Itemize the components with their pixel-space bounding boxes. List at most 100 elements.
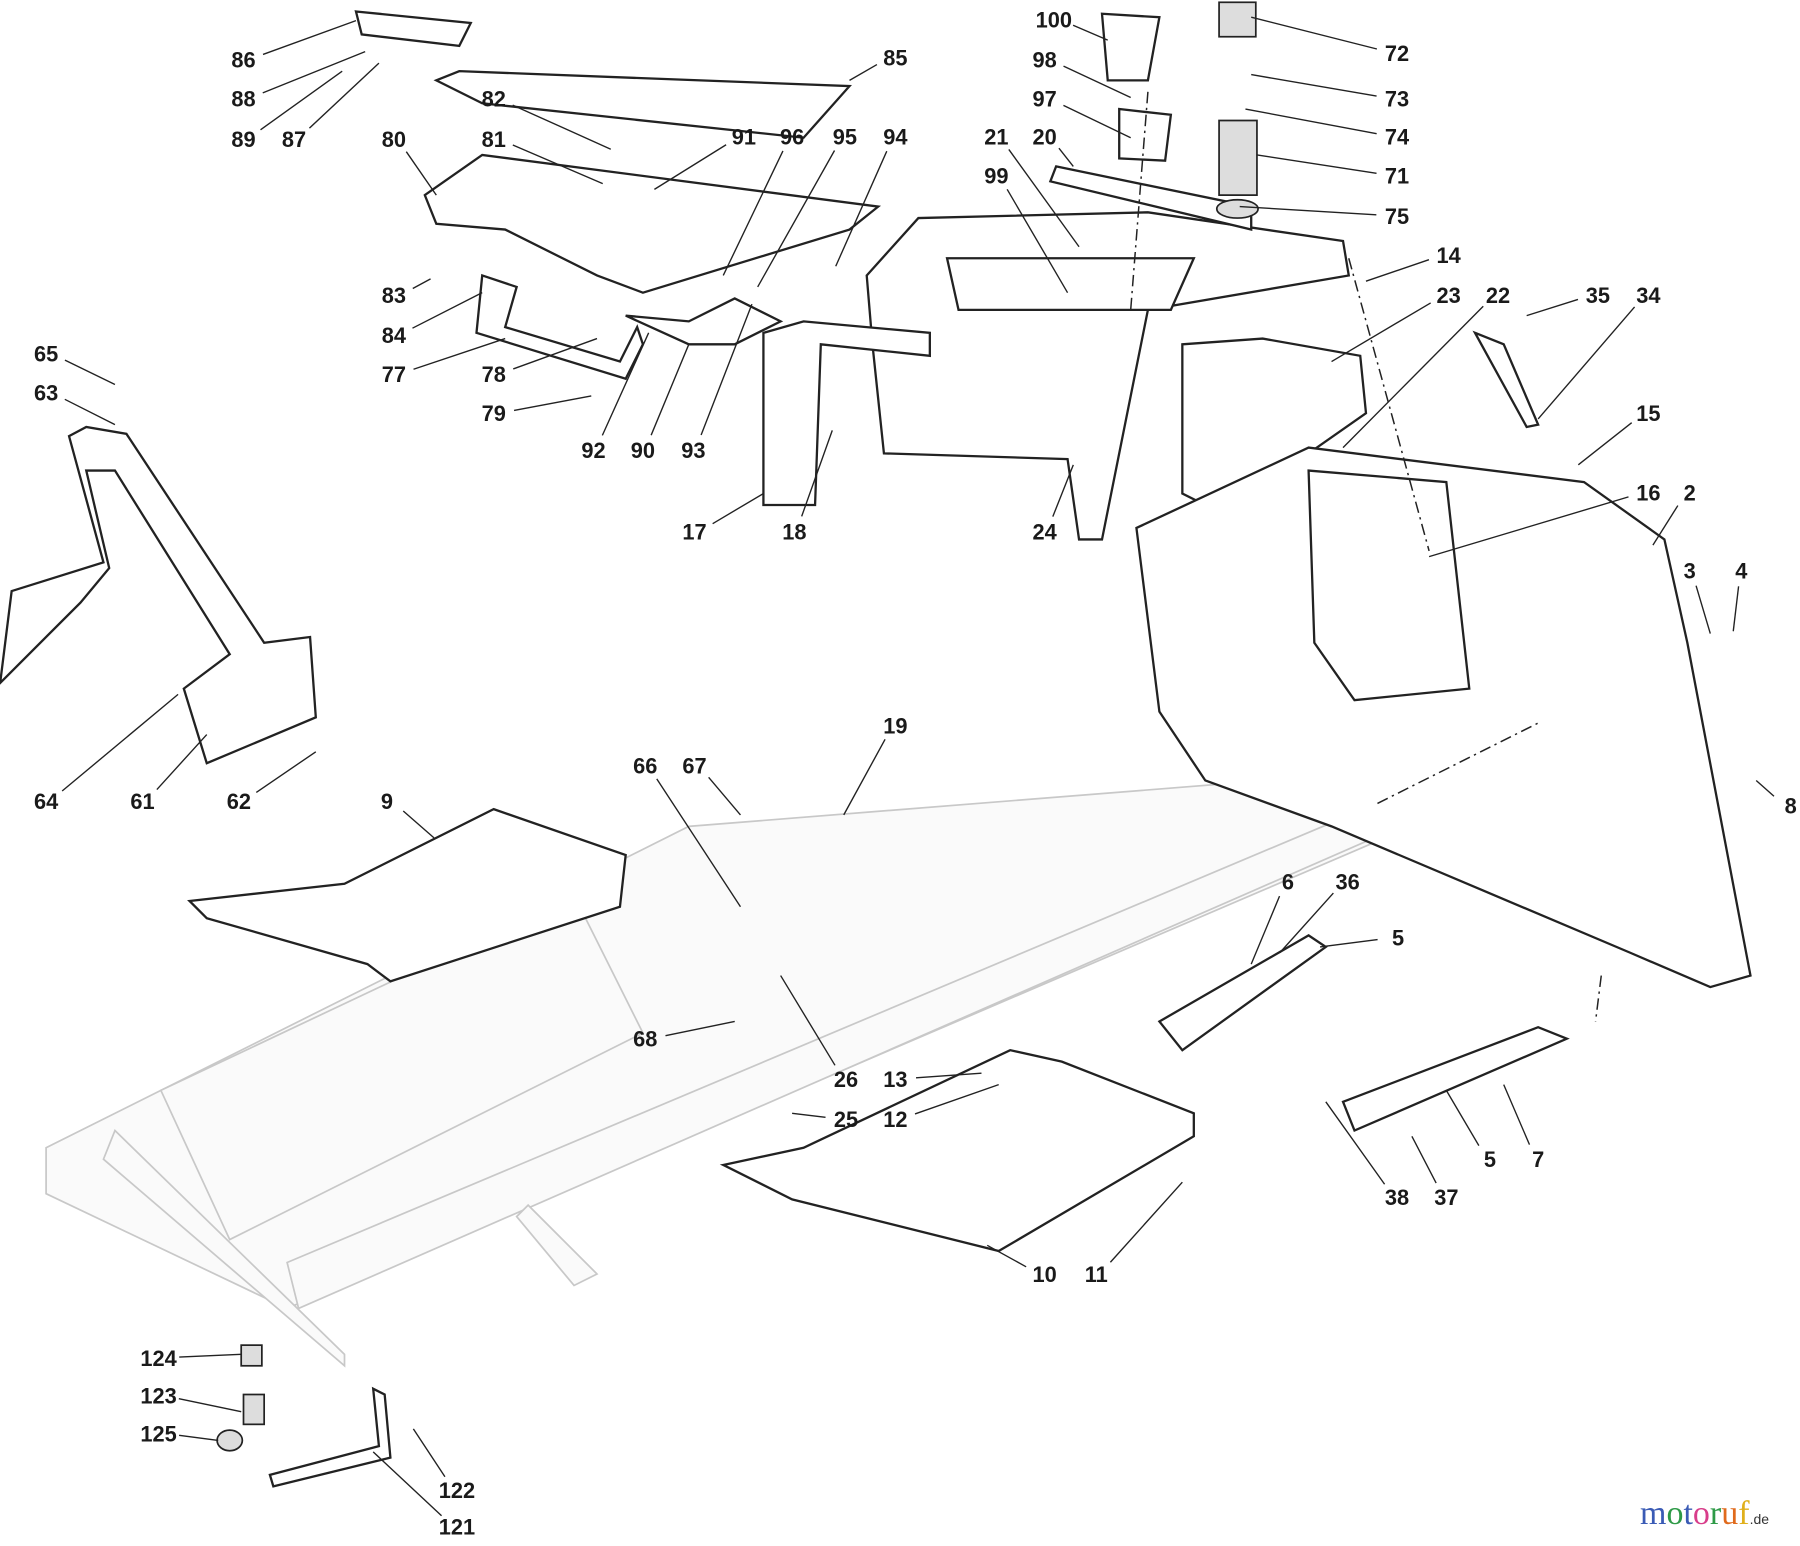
callout-67: 67	[682, 754, 706, 779]
leader-line-65	[64, 359, 116, 386]
callout-34: 34	[1636, 283, 1660, 308]
leader-line-89	[260, 70, 343, 131]
callout-19: 19	[883, 713, 907, 738]
leader-line-95	[757, 150, 836, 288]
callout-96: 96	[780, 125, 804, 150]
callout-93: 93	[681, 438, 705, 463]
leader-line-68	[665, 1020, 735, 1037]
leader-line-123	[178, 1398, 242, 1413]
leader-line-79	[513, 395, 592, 412]
leader-line-38	[1325, 1101, 1386, 1185]
leader-line-26	[780, 975, 836, 1066]
leader-line-24	[1052, 464, 1074, 517]
leader-line-63	[64, 398, 116, 426]
chassis-frame	[45, 768, 1413, 1368]
callout-10: 10	[1032, 1262, 1056, 1287]
callout-65: 65	[34, 342, 58, 367]
leader-line-64	[61, 693, 179, 792]
callout-37: 37	[1434, 1185, 1458, 1210]
callout-85: 85	[883, 45, 907, 70]
part-77	[475, 273, 645, 381]
part-10	[719, 1048, 1195, 1253]
part-86	[354, 10, 473, 48]
callout-11: 11	[1085, 1262, 1108, 1287]
part-61	[0, 425, 318, 765]
callout-122: 122	[439, 1478, 475, 1503]
leader-line-71	[1256, 154, 1377, 174]
leader-line-97	[1063, 104, 1131, 139]
leader-line-13	[915, 1072, 982, 1079]
leader-line-5	[1319, 938, 1378, 948]
leader-line-91	[654, 144, 727, 190]
leader-line-92	[601, 332, 650, 436]
part-123	[242, 1393, 266, 1426]
leader-line-93	[700, 303, 753, 436]
part-124	[240, 1344, 263, 1367]
callout-35: 35	[1586, 283, 1610, 308]
leader-lines	[61, 16, 1775, 1517]
callout-79: 79	[482, 401, 506, 426]
callout-123: 123	[140, 1384, 176, 1409]
leader-line-90	[650, 344, 690, 436]
callout-23: 23	[1436, 283, 1460, 308]
callout-94: 94	[883, 125, 907, 150]
leader-line-25	[792, 1112, 826, 1119]
leader-line-36	[1279, 892, 1334, 954]
opening	[945, 257, 1196, 312]
callout-71: 71	[1385, 164, 1409, 189]
leader-line-8	[1755, 779, 1775, 797]
leader-line-3	[1695, 585, 1711, 634]
callout-5: 5	[1392, 926, 1404, 951]
leader-line-11	[1109, 1181, 1183, 1263]
leader-line-99	[1006, 188, 1069, 294]
part-71	[1218, 119, 1258, 196]
leader-line-125	[178, 1434, 219, 1442]
leader-line-14	[1365, 259, 1430, 282]
leader-line-100	[1072, 24, 1109, 41]
leader-line-37	[1411, 1135, 1437, 1184]
callout-100: 100	[1036, 8, 1072, 33]
leader-line-9	[402, 810, 435, 839]
part-2	[1135, 446, 1752, 989]
leader-line-121	[372, 1451, 443, 1517]
leader-line-21	[1008, 149, 1080, 248]
leader-line-5	[1445, 1089, 1480, 1146]
callout-13: 13	[883, 1067, 907, 1092]
leader-line-15	[1577, 422, 1633, 466]
callout-2: 2	[1684, 480, 1696, 505]
callout-72: 72	[1385, 41, 1409, 66]
part-5a	[1157, 934, 1328, 1052]
leader-line-87	[308, 62, 380, 129]
leader-line-7	[1503, 1084, 1531, 1145]
part-97	[1118, 107, 1173, 162]
part-72	[1218, 1, 1257, 38]
callout-21: 21	[984, 125, 1008, 150]
part-17	[762, 320, 931, 507]
leader-line-84	[412, 292, 483, 329]
leader-line-96	[722, 150, 784, 276]
callout-64: 64	[34, 789, 58, 814]
leader-line-73	[1251, 73, 1377, 97]
leader-line-4	[1732, 586, 1740, 632]
callout-9: 9	[381, 789, 393, 814]
part-5b	[1341, 1025, 1570, 1133]
leader-line-75	[1239, 205, 1377, 216]
callout-124: 124	[140, 1346, 176, 1371]
callout-99: 99	[984, 164, 1008, 189]
dash-opening	[1307, 469, 1471, 702]
callout-22: 22	[1486, 283, 1510, 308]
callout-63: 63	[34, 381, 58, 406]
leader-line-77	[413, 337, 506, 370]
part-121	[268, 1386, 392, 1488]
callout-4: 4	[1735, 558, 1747, 583]
callout-80: 80	[382, 127, 406, 152]
callout-95: 95	[833, 125, 857, 150]
callout-36: 36	[1335, 869, 1359, 894]
leader-line-80	[405, 151, 437, 196]
leader-line-74	[1245, 108, 1377, 135]
part-80	[423, 153, 882, 294]
callout-26: 26	[834, 1067, 858, 1092]
